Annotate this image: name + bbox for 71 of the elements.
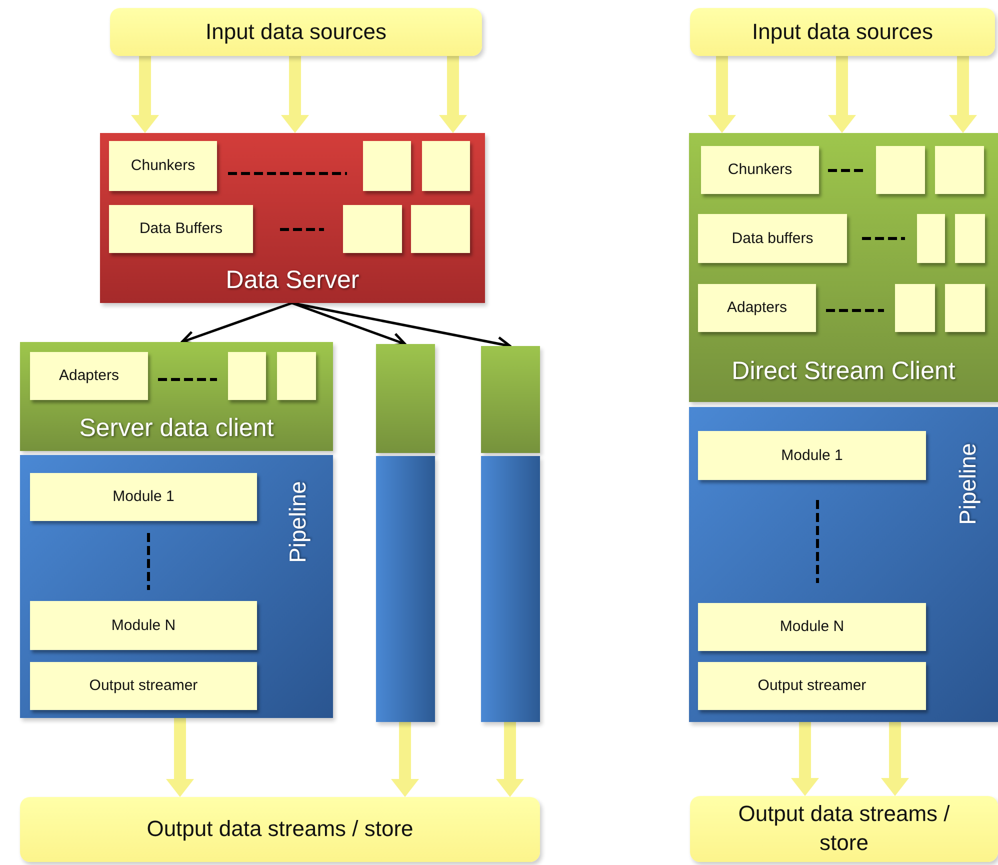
empty-box xyxy=(228,352,266,400)
block-arrow xyxy=(166,718,194,797)
block-arrow xyxy=(131,56,159,133)
block-arrow xyxy=(828,56,856,133)
block-arrow xyxy=(881,722,909,796)
component-box xyxy=(30,662,257,710)
component-box xyxy=(698,662,926,710)
component-box xyxy=(701,146,819,194)
rounded-box xyxy=(20,797,540,862)
panel-title: Pipeline xyxy=(954,443,982,525)
empty-box xyxy=(277,352,316,400)
pipeline-bar xyxy=(376,456,435,722)
empty-box xyxy=(343,205,402,253)
empty-box xyxy=(935,146,984,194)
box-label: Input data sources xyxy=(752,18,933,46)
box-label: Chunkers xyxy=(130,156,196,176)
component-box xyxy=(30,352,148,400)
empty-box xyxy=(945,284,985,332)
empty-box xyxy=(895,284,935,332)
panel-title: Data Server xyxy=(224,266,360,295)
component-box xyxy=(30,601,257,650)
box-label: Data buffers xyxy=(732,228,814,248)
empty-box xyxy=(876,146,925,194)
rounded-box xyxy=(110,8,482,56)
box-label: Output data streams / store xyxy=(737,800,951,857)
component-box xyxy=(698,284,816,332)
box-label: Module N xyxy=(111,616,176,636)
panel-title: Direct Stream Client xyxy=(730,357,956,386)
box-label: Output data streams / store xyxy=(146,815,414,844)
box-label: Adapters xyxy=(58,366,120,386)
block-arrow xyxy=(439,56,467,133)
pipeline-panel xyxy=(20,455,333,718)
component-box xyxy=(109,141,217,191)
rounded-box xyxy=(690,796,998,862)
box-label: Module 1 xyxy=(781,446,843,466)
client-bar xyxy=(481,346,540,453)
rounded-box xyxy=(690,8,995,56)
block-arrow xyxy=(391,722,419,797)
block-arrow xyxy=(949,56,977,133)
box-label: Adapters xyxy=(726,298,788,318)
client-panel xyxy=(20,342,333,451)
block-arrow xyxy=(708,56,736,133)
arrow xyxy=(292,302,406,347)
empty-box xyxy=(917,214,945,263)
box-label: Chunkers xyxy=(728,160,792,180)
empty-box xyxy=(955,214,985,263)
box-label: Output streamer xyxy=(89,676,198,696)
box-label: Output streamer xyxy=(758,676,866,696)
block-arrow xyxy=(496,722,524,797)
client-bar xyxy=(376,344,435,453)
pipeline-bar xyxy=(481,456,540,722)
block-arrow xyxy=(281,56,309,133)
component-box xyxy=(698,431,926,480)
pipeline-panel xyxy=(689,407,998,722)
server-panel xyxy=(100,133,485,303)
component-box xyxy=(698,214,847,263)
box-label: Module 1 xyxy=(112,487,174,507)
box-label: Module N xyxy=(780,617,844,637)
empty-box xyxy=(422,141,470,191)
component-box xyxy=(698,603,926,651)
arrow xyxy=(180,302,292,345)
panel-title: Server data client xyxy=(78,414,275,443)
block-arrow xyxy=(791,722,819,796)
empty-box xyxy=(363,141,411,191)
empty-box xyxy=(411,205,470,253)
component-box xyxy=(109,205,253,253)
panel-title: Pipeline xyxy=(284,481,312,563)
client-panel xyxy=(689,133,998,402)
component-box xyxy=(30,473,257,521)
box-label: Input data sources xyxy=(205,18,386,46)
box-label: Data Buffers xyxy=(139,219,223,239)
